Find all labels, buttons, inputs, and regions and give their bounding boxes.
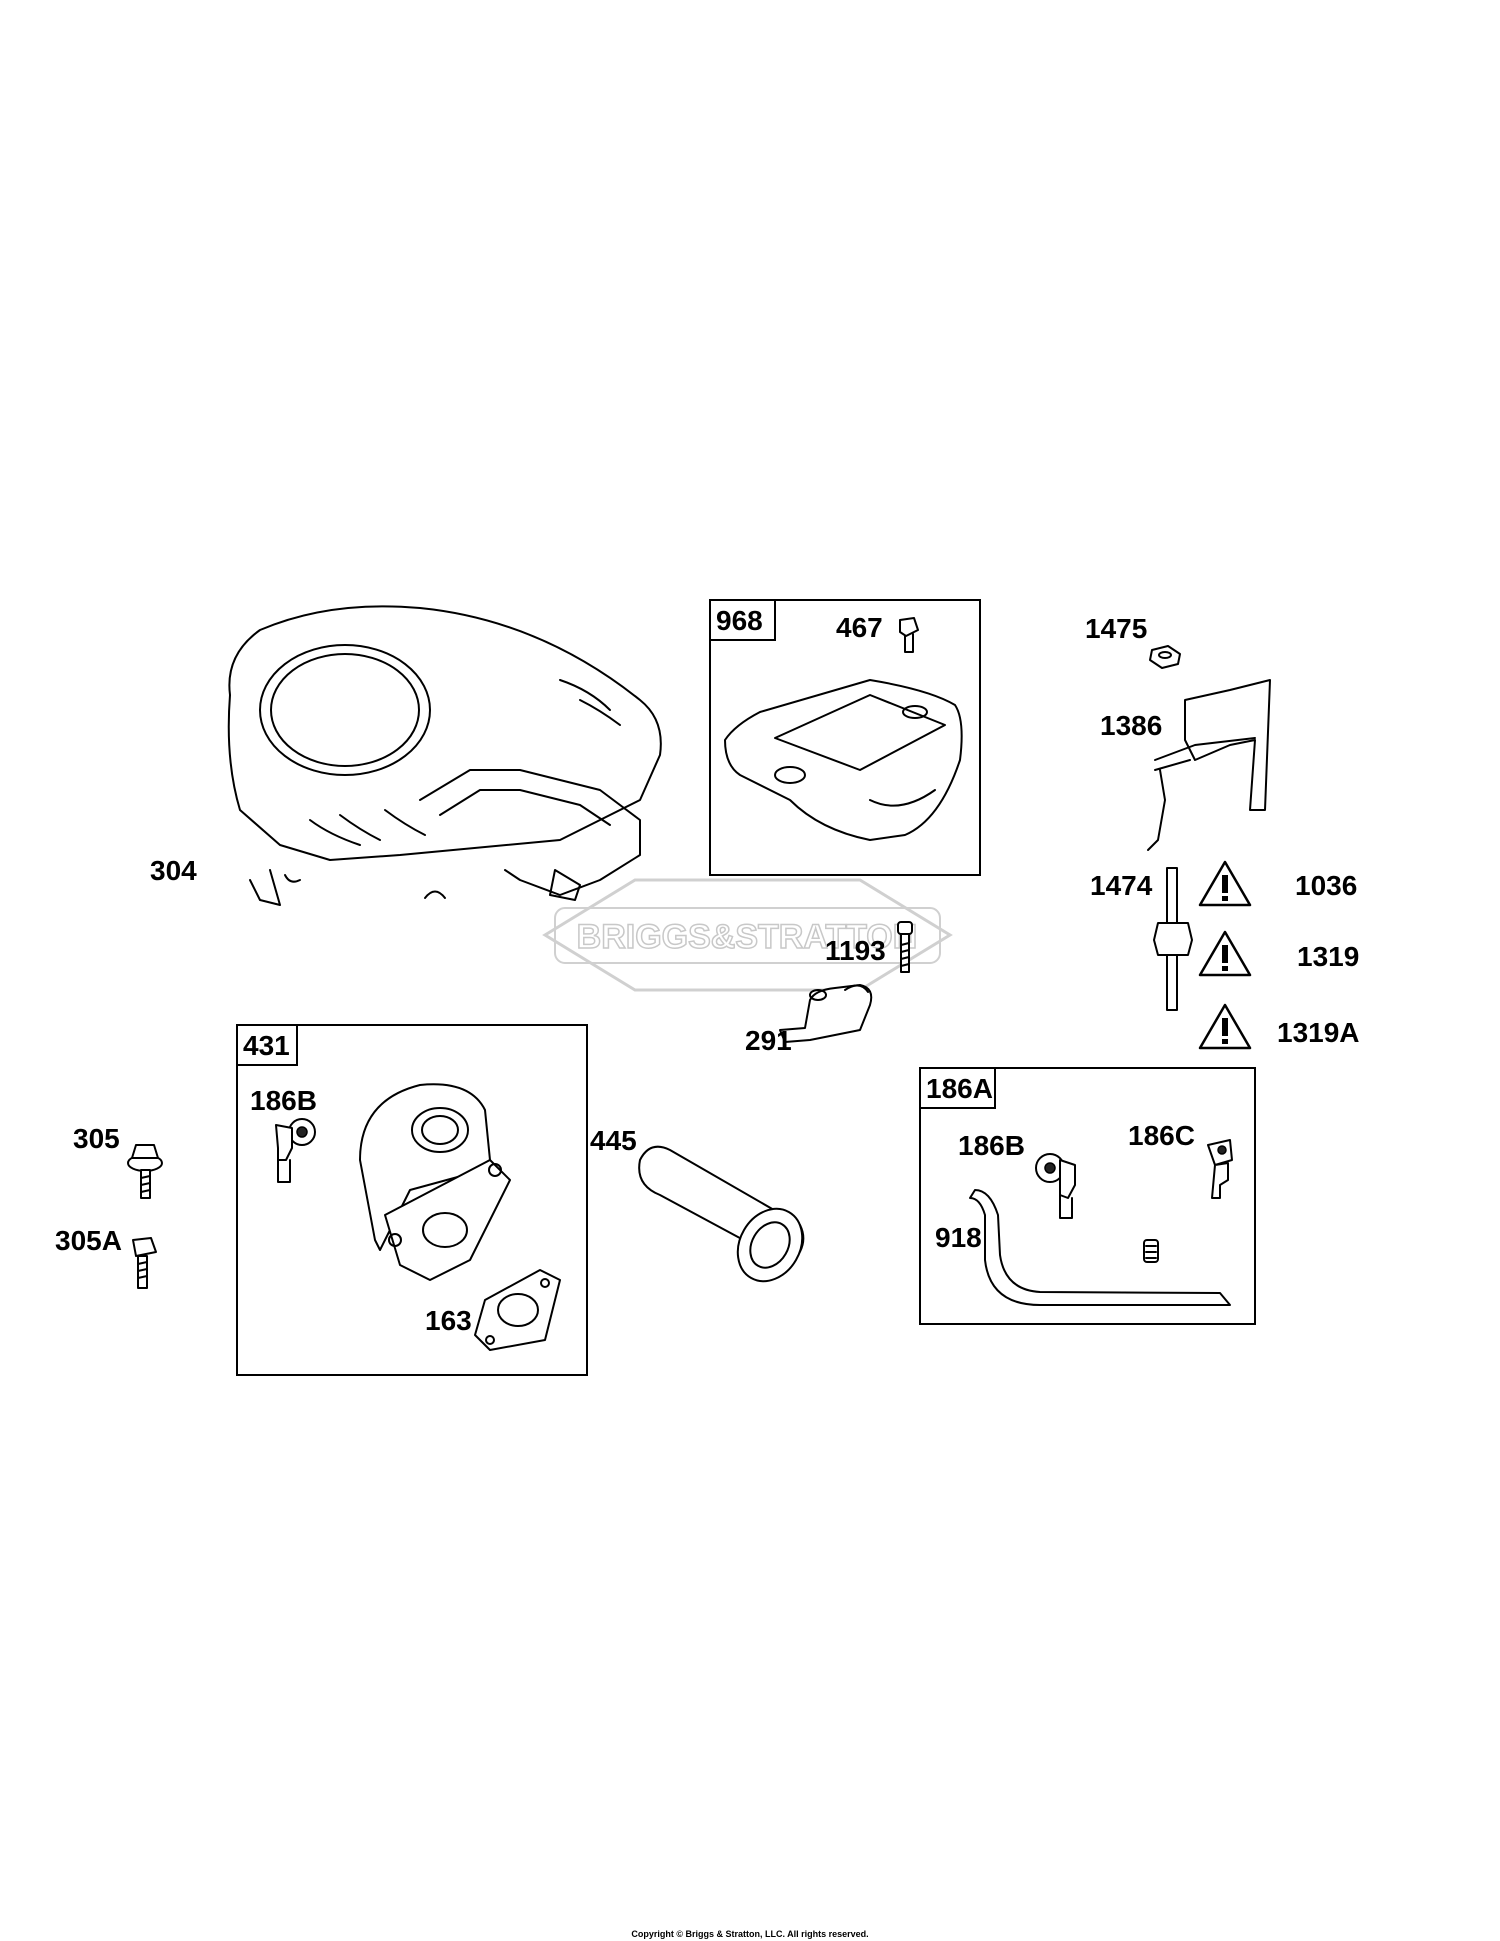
part-445-filter	[638, 1145, 805, 1283]
label-1386: 1386	[1100, 710, 1162, 741]
part-918-hose	[969, 1189, 1231, 1306]
part-305A-bolt	[132, 1237, 157, 1289]
part-186B-fitting-b	[1035, 1153, 1076, 1219]
part-186C-fitting	[1207, 1139, 1233, 1199]
part-inline-filter	[1143, 1239, 1159, 1263]
label-291: 291	[745, 1025, 792, 1056]
kit-label-968: 968	[716, 605, 763, 636]
part-291-bracket	[779, 984, 873, 1043]
part-968-cover	[724, 679, 963, 841]
kit-186A-box	[919, 1067, 1256, 1325]
label-304: 304	[150, 855, 197, 886]
label-186C: 186C	[1128, 1120, 1195, 1151]
watermark-text: BRIGGS&STRATTON	[577, 918, 918, 956]
part-1475-nut	[1149, 645, 1181, 669]
part-305-bolt	[127, 1144, 163, 1199]
label-1319A: 1319A	[1277, 1017, 1360, 1048]
warning-triangle-icon	[1198, 1003, 1252, 1050]
label-467: 467	[836, 612, 883, 643]
label-918: 918	[935, 1222, 982, 1253]
label-1319: 1319	[1297, 941, 1359, 972]
kit-label-431: 431	[243, 1030, 290, 1061]
label-186B-b: 186B	[958, 1130, 1025, 1161]
part-1386-bracket	[1147, 679, 1271, 851]
label-305: 305	[73, 1123, 120, 1154]
kit-431-box	[236, 1024, 588, 1376]
part-467-screw	[899, 617, 919, 653]
kit-label-186A: 186A	[926, 1073, 993, 1104]
label-163: 163	[425, 1305, 472, 1336]
kit-968-box	[709, 599, 981, 876]
label-305A: 305A	[55, 1225, 122, 1256]
watermark-logo: BRIGGS&STRATTON	[542, 878, 953, 992]
part-163-gasket	[474, 1269, 561, 1351]
part-304-blower-housing	[227, 605, 662, 906]
label-1474: 1474	[1090, 870, 1153, 901]
part-1193-bolt	[897, 921, 913, 973]
label-186B-a: 186B	[250, 1085, 317, 1116]
warning-triangle-icon	[1198, 930, 1252, 977]
part-1474-shaft	[1153, 867, 1193, 1011]
part-186B-fitting-a	[275, 1118, 316, 1183]
label-1475: 1475	[1085, 613, 1147, 644]
warning-triangle-icon	[1198, 860, 1252, 907]
part-431-filter-base	[359, 1083, 511, 1281]
copyright-notice: Copyright © Briggs & Stratton, LLC. All …	[631, 1929, 868, 1939]
label-445: 445	[590, 1125, 637, 1156]
label-1193: 1193	[825, 935, 886, 966]
label-1036: 1036	[1295, 870, 1357, 901]
